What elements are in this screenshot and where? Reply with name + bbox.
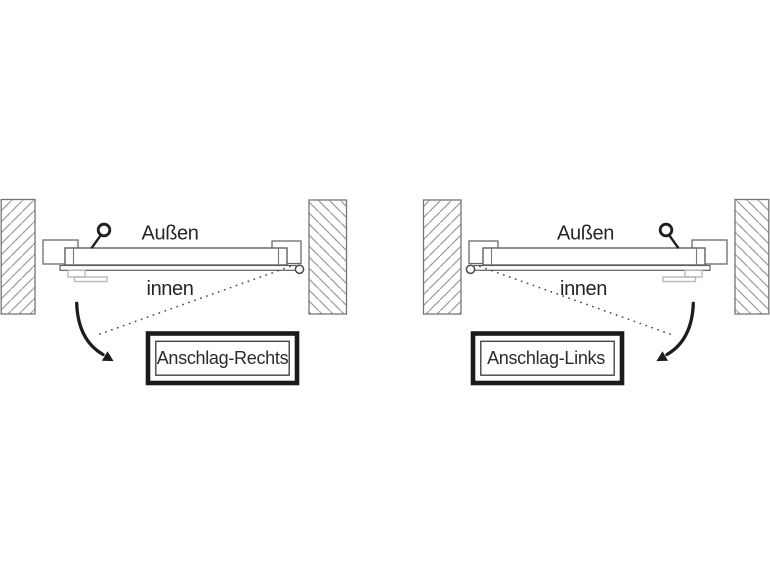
door-top-view-scene <box>422 198 770 386</box>
swing-arrowhead-icon <box>101 351 114 362</box>
outside-label: Außen <box>142 223 199 245</box>
diagram-hinge-right: Außen innen Anschlag-Rechts <box>0 190 385 390</box>
door-closer-bracket <box>684 269 703 278</box>
wall-lock-side <box>0 198 36 315</box>
swing-path-dotted-line <box>93 265 291 337</box>
wall-hinge-side <box>308 199 348 315</box>
inside-label: innen <box>147 278 194 300</box>
door-threshold <box>473 264 711 271</box>
door-closer-bracket <box>662 276 697 283</box>
hinge-pivot <box>465 264 476 275</box>
wall-lock-side <box>734 198 770 315</box>
hinge-label-box-inner <box>480 340 615 376</box>
hinge-label: Anschlag-Rechts <box>157 348 289 368</box>
outside-label: Außen <box>557 223 614 245</box>
swing-arrowhead-icon <box>656 351 669 362</box>
hinge-pivot <box>294 264 305 275</box>
inside-label: innen <box>560 278 607 300</box>
hinge-label: Anschlag-Links <box>487 348 605 368</box>
wall-hinge-side <box>422 199 462 315</box>
door-top-view-scene <box>0 198 348 386</box>
door-leaf <box>64 247 288 266</box>
swing-direction-arrow-icon <box>665 301 695 357</box>
swing-path-dotted-line <box>479 265 677 337</box>
hinge-label-box-inner <box>155 340 290 376</box>
door-threshold <box>59 264 297 271</box>
door-handle-icon <box>658 222 674 238</box>
door-leaf <box>482 247 706 266</box>
door-handle-stem <box>90 234 102 249</box>
door-closer-bracket <box>67 269 86 278</box>
diagram-hinge-left: Außen innen Anschlag-Links <box>385 190 770 390</box>
door-handle-stem <box>668 234 680 249</box>
door-closer-bracket <box>73 276 108 283</box>
swing-direction-arrow-icon <box>75 301 105 357</box>
door-handle-icon <box>96 222 112 238</box>
